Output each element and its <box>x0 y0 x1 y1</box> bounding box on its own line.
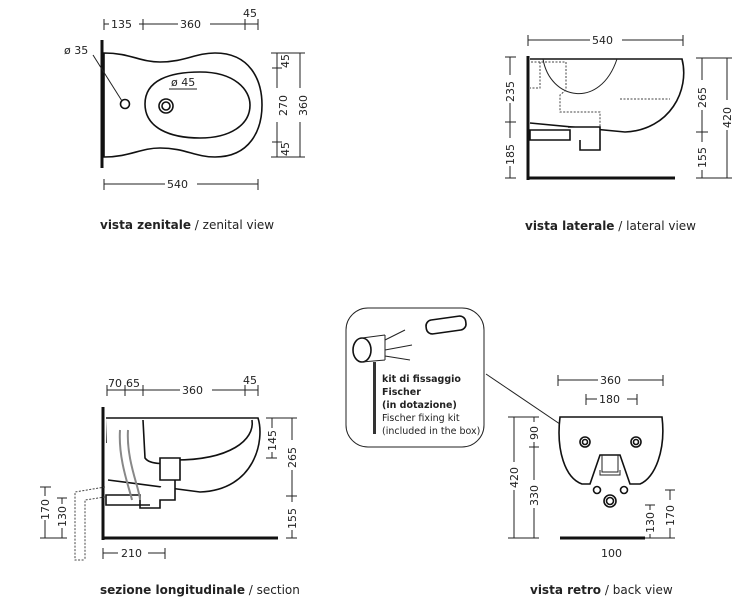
dim-155: 155 <box>696 147 709 168</box>
dim-65: 65 <box>126 377 140 390</box>
kit-line-5: (included in the box) <box>382 426 481 437</box>
dim-130: 130 <box>644 512 657 533</box>
dim-265: 265 <box>696 87 709 108</box>
supply-hole-right <box>619 485 629 495</box>
dim-210: 210 <box>121 547 142 560</box>
kit-line-4: Fischer fixing kit <box>382 413 460 424</box>
lateral-view: 540 235 185 265 155 420 <box>503 33 734 180</box>
dim-540: 540 <box>167 178 188 191</box>
caption-en: / section <box>244 583 300 597</box>
bolt-sleeve-illustration <box>425 315 467 335</box>
dim-360-vertical: 360 <box>297 95 310 116</box>
zenital-view: 135 360 45 ø 35 ø 45 270 360 45 45 540 <box>64 7 310 191</box>
dim-45-bottom: 45 <box>279 142 292 156</box>
dim-360: 360 <box>180 18 201 31</box>
hole-45-label: ø 45 <box>171 76 195 89</box>
hole-35-label: ø 35 <box>64 44 88 57</box>
dim-235: 235 <box>504 81 517 102</box>
dim-360: 360 <box>182 384 203 397</box>
caption-en: / back view <box>601 583 673 597</box>
dim-360: 360 <box>600 374 621 387</box>
caption-en: / lateral view <box>614 219 696 233</box>
fixing-kit-inset <box>345 307 586 448</box>
dim-330: 330 <box>528 485 541 506</box>
supply-hole-left <box>592 485 602 495</box>
caption-zenital: vista zenitale / zenital view <box>100 218 274 232</box>
kit-line-1: kit di fissaggio <box>382 374 461 385</box>
caption-it: vista retro <box>530 583 602 597</box>
dim-45: 45 <box>243 7 257 20</box>
dim-90: 90 <box>528 426 541 440</box>
back-view: 360 180 420 90 330 130 170 100 <box>507 373 677 560</box>
tap-hole <box>119 98 131 110</box>
dim-270: 270 <box>277 95 290 116</box>
dim-265: 265 <box>286 447 299 468</box>
dim-540: 540 <box>592 34 613 47</box>
dim-170: 170 <box>664 505 677 526</box>
dim-420: 420 <box>508 467 521 488</box>
bidet-back-outline <box>558 416 664 485</box>
caption-it: vista laterale <box>525 219 615 233</box>
caption-it: vista zenitale <box>100 218 191 232</box>
section-view: 70 65 360 45 145 265 155 170 130 210 <box>38 374 299 561</box>
dim-130: 130 <box>56 506 69 527</box>
threaded-rod-illustration <box>373 362 376 434</box>
dim-170: 170 <box>39 499 52 520</box>
anchor-illustration <box>352 337 372 363</box>
bidet-side-outline <box>529 58 685 133</box>
dim-135: 135 <box>111 18 132 31</box>
dim-45: 45 <box>243 374 257 387</box>
drain-pipe <box>105 457 181 509</box>
dim-185: 185 <box>504 144 517 165</box>
water-supply-hoses <box>118 429 141 501</box>
dim-145: 145 <box>266 430 279 451</box>
dim-70: 70 <box>108 377 122 390</box>
caption-back: vista retro / back view <box>530 583 673 597</box>
fixing-kit-label: kit di fissaggio Fischer (in dotazione) … <box>382 373 480 438</box>
caption-section: sezione longitudinale / section <box>100 583 300 597</box>
dim-180: 180 <box>599 393 620 406</box>
dim-100: 100 <box>601 547 622 560</box>
dim-155: 155 <box>286 508 299 529</box>
kit-line-3: (in dotazione) <box>382 400 457 411</box>
caption-lateral: vista laterale / lateral view <box>525 219 696 233</box>
caption-it: sezione longitudinale <box>100 583 245 597</box>
kit-line-2: Fischer <box>382 387 421 398</box>
caption-en: / zenital view <box>190 218 275 232</box>
dim-45-top: 45 <box>279 54 292 68</box>
dim-420: 420 <box>721 107 734 128</box>
siphon <box>529 126 601 151</box>
